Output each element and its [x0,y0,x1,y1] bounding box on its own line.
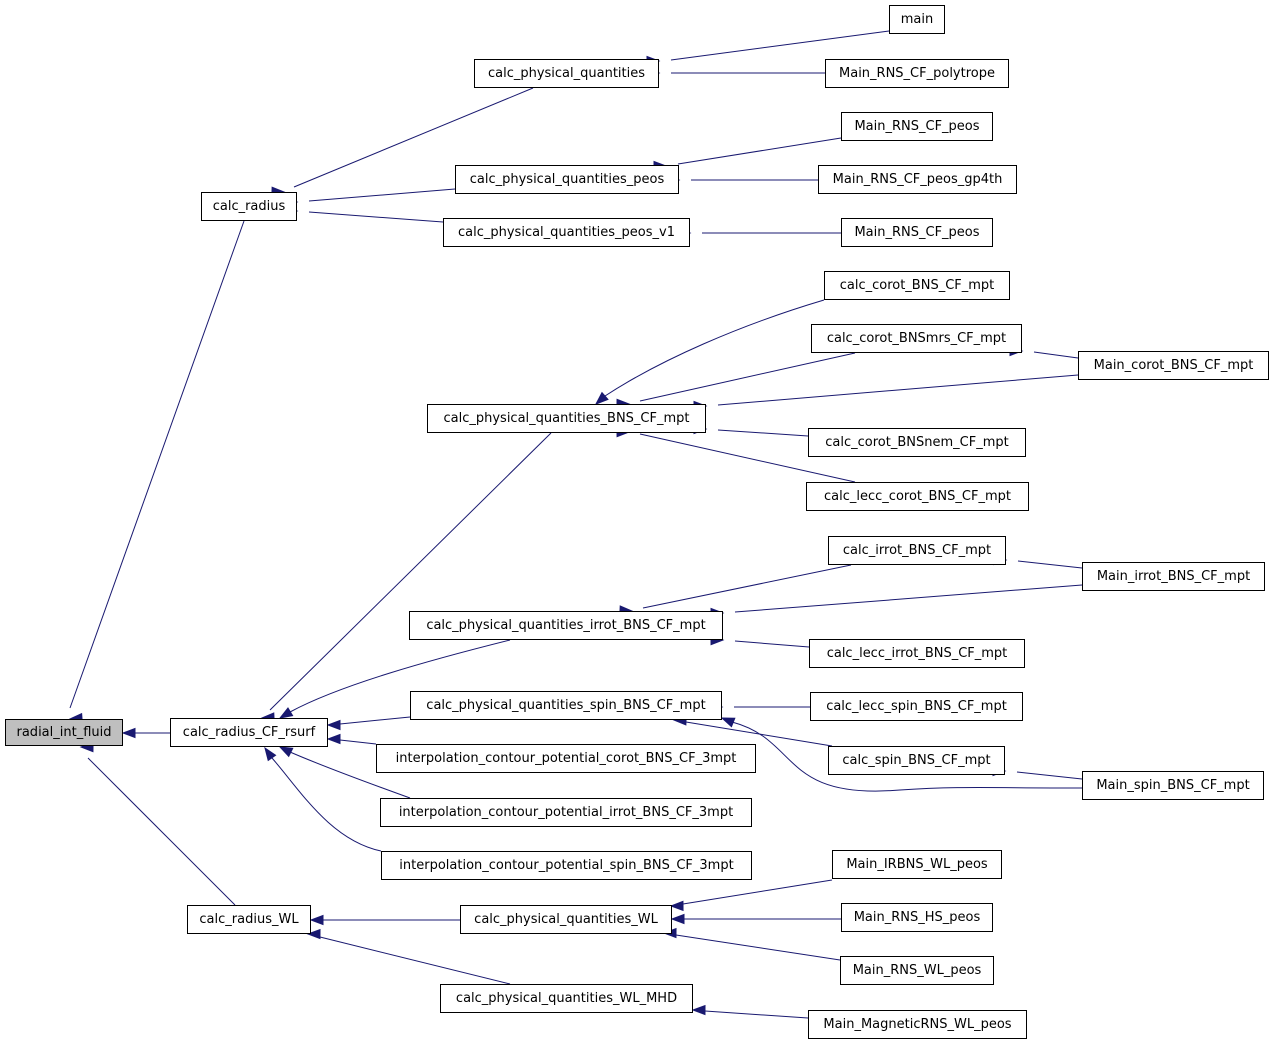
edge-main-spin-to-spin [1016,771,1083,780]
edge-cpq-spin-to-cf-rsurf-arrowhead [326,719,341,731]
node-calc-irrot-bns-cf-mpt[interactable]: calc_irrot_BNS_CF_mpt [828,536,1006,565]
node-calc-physical-quantities[interactable]: calc_physical_quantities [474,59,659,88]
node-main-rns-cf-peos-a[interactable]: Main_RNS_CF_peos [841,112,993,141]
node-calc-corot-bnsmrs-cf-mpt[interactable]: calc_corot_BNSmrs_CF_mpt [811,324,1022,353]
node-calc-radius[interactable]: calc_radius [201,192,297,221]
edge-corot-nem-to-cpq-bns [717,429,809,437]
node-calc-corot-bns-cf-mpt[interactable]: calc_corot_BNS_CF_mpt [824,271,1010,300]
edge-cpq-irrot-to-cf-rsurf [289,639,511,713]
node-calc-physical-quantities-spin-bns-cf-mpt[interactable]: calc_physical_quantities_spin_BNS_CF_mpt [410,691,722,720]
edge-main-irrot-to-irrot [1017,560,1083,569]
node-main-rns-wl-peos[interactable]: Main_RNS_WL_peos [840,956,994,985]
edge-main-spin-to-cpq-spin [731,721,1083,792]
edge-cpq-peos-to-calc-radius [308,188,456,202]
edge-rns-wl-to-cpq-wl [675,934,841,961]
node-calc-lecc-corot-bns-cf-mpt[interactable]: calc_lecc_corot_BNS_CF_mpt [806,482,1029,511]
node-calc-physical-quantities-bns-cf-mpt[interactable]: calc_physical_quantities_BNS_CF_mpt [427,404,706,433]
edge-interp-corot-to-cf-rsurf-arrowhead [326,733,341,745]
node-calc-lecc-spin-bns-cf-mpt[interactable]: calc_lecc_spin_BNS_CF_mpt [810,692,1023,721]
edge-interp-spin-to-cf-rsurf [271,757,382,852]
edge-main-corot-to-cpq-bns [717,374,1079,406]
node-calc-spin-bns-cf-mpt[interactable]: calc_spin_BNS_CF_mpt [828,746,1005,775]
edge-calc-radius-to-radial [69,220,245,709]
node-main-rns-cf-peos-b[interactable]: Main_RNS_CF_peos [841,218,993,247]
node-calc-corot-bnsnem-cf-mpt[interactable]: calc_corot_BNSnem_CF_mpt [808,428,1026,457]
node-main[interactable]: main [889,5,945,34]
edge-corot-mrs-to-cpq-bns [639,352,856,402]
node-calc-lecc-irrot-bns-cf-mpt[interactable]: calc_lecc_irrot_BNS_CF_mpt [809,639,1025,668]
edge-cpq-bns-to-cf-rsurf [269,432,552,711]
node-main-magneticrns-wl-peos[interactable]: Main_MagneticRNS_WL_peos [808,1010,1027,1039]
edge-cpq-wl-mhd-to-wl [319,936,511,985]
edge-cpq-irrot-to-cf-rsurf-arrowhead [278,707,294,719]
node-main-irrot-bns-cf-mpt[interactable]: Main_irrot_BNS_CF_mpt [1082,562,1265,591]
edge-interp-irrot-to-cf-rsurf-arrowhead [278,746,294,758]
edge-irbns-to-cpq-wl [682,879,833,905]
node-calc-physical-quantities-peos[interactable]: calc_physical_quantities_peos [455,165,679,194]
node-main-irbns-wl-peos[interactable]: Main_IRBNS_WL_peos [832,850,1002,879]
edge-interp-corot-to-cf-rsurf [339,739,377,745]
node-calc-physical-quantities-peos-v1[interactable]: calc_physical_quantities_peos_v1 [443,218,690,247]
node-main-rns-cf-peos-gp4th[interactable]: Main_RNS_CF_peos_gp4th [818,165,1017,194]
edge-cpq-wl-to-wl-arrowhead [309,914,324,926]
edge-irrot-to-cpq-irrot [642,564,852,609]
edge-peos-a-to-cpq-peos [677,137,842,165]
node-calc-radius-wl[interactable]: calc_radius_WL [187,905,311,934]
node-main-spin-bns-cf-mpt[interactable]: Main_spin_BNS_CF_mpt [1082,771,1264,800]
node-calc-physical-quantities-wl[interactable]: calc_physical_quantities_WL [460,905,672,934]
edge-main-irrot-to-cpq-irrot [734,584,1083,613]
edge-lecc-irrot-to-cpq-irrot [734,640,810,648]
edge-main-corot-to-corot-mrs [1033,351,1079,359]
edge-corot-to-cpq-bns [604,299,825,397]
edge-interp-irrot-to-cf-rsurf [289,751,411,799]
edge-irbns-to-cpq-wl-arrowhead [669,900,684,912]
node-interpolation-contour-potential-corot[interactable]: interpolation_contour_potential_corot_BN… [376,744,756,773]
node-main-rns-hs-peos[interactable]: Main_RNS_HS_peos [841,903,993,932]
edge-cf-rsurf-to-radial-arrowhead [121,727,136,739]
edge-lecc-corot-to-cpq-bns [639,433,856,483]
edge-cpq-spin-to-cf-rsurf [339,716,411,725]
node-interpolation-contour-potential-irrot[interactable]: interpolation_contour_potential_irrot_BN… [380,798,752,827]
node-radial-int-fluid: radial_int_fluid [5,719,123,746]
node-calc-physical-quantities-wl-mhd[interactable]: calc_physical_quantities_WL_MHD [440,984,693,1013]
edge-cpq-peos-v1-to-calc-radius [308,211,444,223]
node-calc-radius-cf-rsurf[interactable]: calc_radius_CF_rsurf [170,718,328,747]
edge-magnetic-to-cpq-wl-mhd [704,1010,809,1019]
edge-main-to-cpq [670,30,890,61]
edge-magnetic-to-cpq-wl-mhd-arrowhead [691,1004,706,1016]
node-calc-physical-quantities-irrot-bns-cf-mpt[interactable]: calc_physical_quantities_irrot_BNS_CF_mp… [409,611,723,640]
edge-cpq-wl-mhd-to-wl-arrowhead [306,928,321,940]
node-main-rns-cf-polytrope[interactable]: Main_RNS_CF_polytrope [825,59,1009,88]
edge-wl-to-radial [87,757,236,906]
edge-cpq-to-calc-radius [293,87,534,188]
node-main-corot-bns-cf-mpt[interactable]: Main_corot_BNS_CF_mpt [1078,351,1269,380]
edge-hs-to-cpq-wl-arrowhead [670,913,685,925]
edge-corot-to-cpq-bns-arrowhead [594,391,609,405]
edge-interp-spin-to-cf-rsurf-arrowhead [264,746,277,762]
edge-main-spin-to-cpq-spin-arrowhead [720,717,736,728]
node-interpolation-contour-potential-spin[interactable]: interpolation_contour_potential_spin_BNS… [381,851,752,880]
